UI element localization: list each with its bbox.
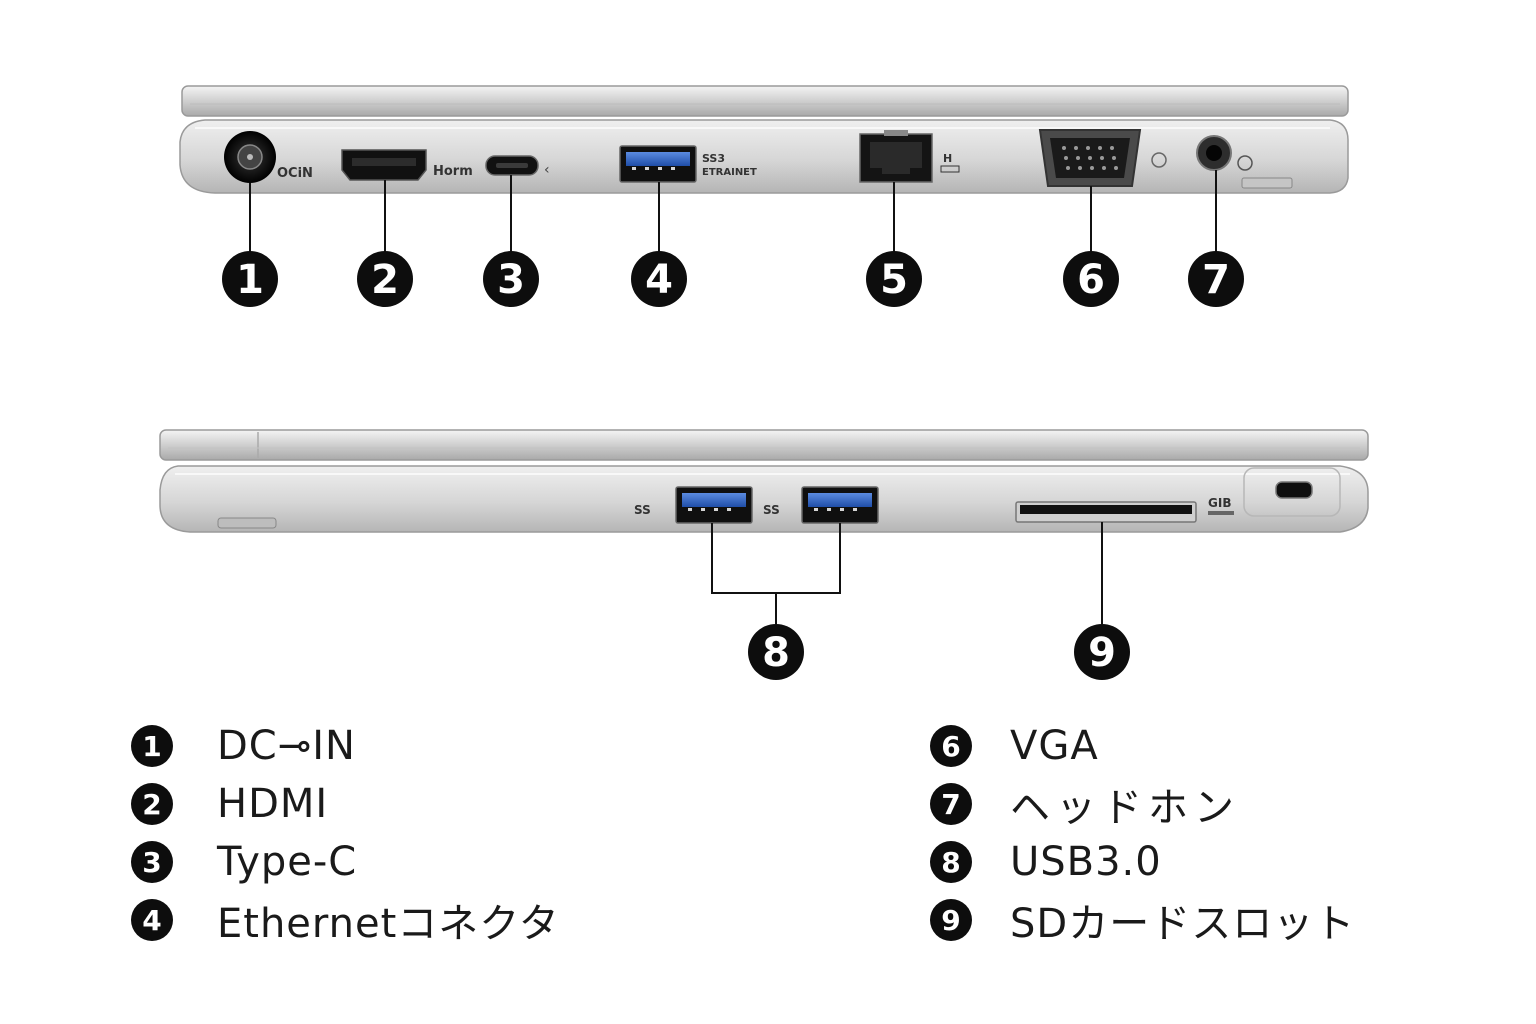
callout-1: 1 <box>222 251 278 307</box>
lan-engraving: H <box>943 152 952 165</box>
svg-text:1: 1 <box>236 257 264 303</box>
callout-9: 9 <box>1074 624 1130 680</box>
laptop-left-side-view: OCiN Horm ‹ SS3 ETRAINET H <box>179 85 1349 252</box>
legend-item-hdmi: 2 HDMI <box>131 779 328 829</box>
legend-item-dc-in: 1 DC⊸IN <box>131 721 356 771</box>
legend-number: 2 <box>131 783 173 825</box>
latch-slot <box>1241 177 1293 189</box>
callout-8: 8 <box>748 624 804 680</box>
usb-bottom-engraving-2: SS <box>763 503 780 517</box>
legend-item-sd-card: 9 SDカードスロット <box>930 895 1355 947</box>
headphone-icon <box>1237 155 1253 171</box>
svg-text:6: 6 <box>1077 257 1105 303</box>
usb-top-sub-engraving: ETRAINET <box>702 167 757 178</box>
svg-text:7: 7 <box>1202 257 1230 303</box>
legend-number: 9 <box>930 899 972 941</box>
legend-label: DC⊸IN <box>217 723 356 769</box>
security-lock-slot <box>1275 481 1313 499</box>
legend-number: 3 <box>131 841 173 883</box>
svg-text:4: 4 <box>645 257 673 303</box>
usb-bottom-engraving-1: SS <box>634 503 651 517</box>
legend-number: 8 <box>930 841 972 883</box>
legend-number: 6 <box>930 725 972 767</box>
legend-label: Type-C <box>217 839 358 885</box>
hdmi-engraving: Horm <box>433 164 473 179</box>
svg-text:9: 9 <box>1088 630 1116 676</box>
leader-lines-bottom <box>711 522 1103 624</box>
legend-item-usb3: 8 USB3.0 <box>930 837 1162 887</box>
callout-7: 7 <box>1188 251 1244 307</box>
leader-lines-top <box>249 170 1217 252</box>
svg-text:3: 3 <box>497 257 525 303</box>
usb-top-engraving: SS3 <box>702 152 725 165</box>
callout-6: 6 <box>1063 251 1119 307</box>
legend-item-ethernet: 4 Ethernetコネクタ <box>131 895 560 947</box>
laptop-lid-bottom <box>159 429 1369 461</box>
laptop-right-side-view: SS SS GIB <box>159 429 1369 624</box>
svg-text:5: 5 <box>880 257 908 303</box>
legend-label: VGA <box>1010 723 1099 769</box>
callouts-top: 1 2 3 4 5 6 7 <box>222 251 1244 307</box>
legend-number: 1 <box>131 725 173 767</box>
legend-label: HDMI <box>217 781 329 827</box>
foot-slot-left <box>217 517 277 529</box>
legend-label: SDカードスロット <box>1010 901 1356 947</box>
legend-number: 4 <box>131 899 173 941</box>
legend-label: USB3.0 <box>1010 839 1162 885</box>
legend-item-vga: 6 VGA <box>930 721 1099 771</box>
legend-item-headphone: 7 ヘッドホン <box>930 779 1240 831</box>
legend-number: 7 <box>930 783 972 825</box>
dc-in-engraving: OCiN <box>277 166 313 181</box>
callouts-bottom: 8 9 <box>748 624 1130 680</box>
callout-3: 3 <box>483 251 539 307</box>
legend-label: ヘッドホン <box>1010 785 1240 831</box>
callout-5: 5 <box>866 251 922 307</box>
svg-text:8: 8 <box>762 630 790 676</box>
svg-text:2: 2 <box>371 257 399 303</box>
sd-engraving: GIB <box>1208 496 1231 510</box>
callout-2: 2 <box>357 251 413 307</box>
laptop-lid-top <box>181 85 1349 117</box>
callout-4: 4 <box>631 251 687 307</box>
led-icon <box>1151 152 1167 168</box>
legend-item-type-c: 3 Type-C <box>131 837 357 887</box>
vga-pins <box>1062 146 1118 170</box>
type-c-engraving: ‹ <box>544 162 550 178</box>
legend-label: Ethernetコネクタ <box>217 901 560 947</box>
